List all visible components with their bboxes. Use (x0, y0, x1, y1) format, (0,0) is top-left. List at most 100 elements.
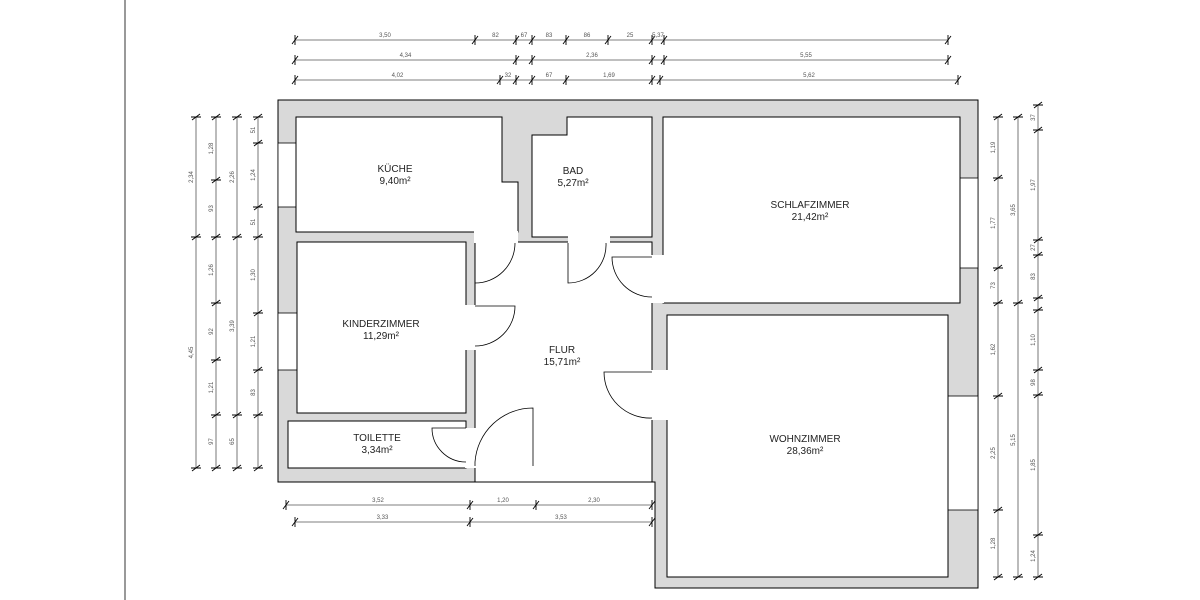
dimension-label: 1,21 (251, 335, 257, 347)
dimension-label: 1,62 (991, 343, 997, 355)
room-name: TOILETTE (353, 433, 401, 444)
dimension-tick (253, 309, 263, 317)
dimension-tick (1013, 113, 1023, 121)
room-area: 3,34m² (361, 445, 393, 456)
dimension-label: 97 (209, 438, 215, 445)
dimension-tick (648, 500, 656, 510)
room-area: 21,42m² (792, 212, 829, 223)
dimension-label: 32 (505, 73, 512, 79)
dimension-label: 25 (627, 33, 634, 39)
dimension-tick (1033, 251, 1043, 259)
dimension-label: 73 (991, 282, 997, 289)
dimension-tick (496, 75, 504, 85)
dimension-tick (648, 517, 656, 527)
dimension-tick (562, 75, 570, 85)
dimension-tick (282, 500, 290, 510)
dimension-label: 3,33 (377, 515, 389, 521)
dimension-label: 1,24 (251, 169, 257, 181)
dimension-label: 2,25 (991, 447, 997, 459)
dimension-label: 82 (492, 33, 499, 39)
dimension-tick (232, 464, 242, 472)
room-area: 5,27m² (557, 178, 589, 189)
dimension-tick (656, 75, 664, 85)
dimension-tick (1033, 366, 1043, 374)
dimension-tick (232, 233, 242, 241)
dimension-tick (993, 113, 1003, 121)
dimension-tick (1013, 299, 1023, 307)
dimension-tick (211, 176, 221, 184)
room-bad (531, 116, 653, 238)
dimension-tick (1013, 573, 1023, 581)
dimension-label: 2,34 (189, 171, 195, 183)
dimension-tick (1033, 573, 1043, 581)
dimension-tick (466, 500, 474, 510)
room-name: SCHLAFZIMMER (771, 200, 850, 211)
dimension-tick (1033, 306, 1043, 314)
room-area: 28,36m² (787, 446, 824, 457)
dimension-tick (512, 75, 520, 85)
dimension-label: 2,26 (230, 171, 236, 183)
door (474, 305, 516, 347)
room-kinderzimmer (296, 241, 467, 414)
dimension-tick (253, 233, 263, 241)
dimension-tick (660, 35, 668, 45)
dimension-tick (944, 55, 952, 65)
dimension-tick (253, 464, 263, 472)
dimension-tick (191, 464, 201, 472)
room-area: 9,40m² (379, 176, 411, 187)
dimension-tick (660, 55, 668, 65)
room-area: 11,29m² (363, 331, 400, 342)
dimension-tick (253, 366, 263, 374)
room-name: WOHNZIMMER (769, 434, 840, 445)
dimension-tick (993, 299, 1003, 307)
room-schlafzimmer (662, 116, 961, 304)
dimension-label: 98 (1031, 379, 1037, 386)
dimension-tick (211, 464, 221, 472)
dimension-label: 93 (209, 205, 215, 212)
dimension-label: 2,30 (588, 498, 600, 504)
dimension-tick (291, 35, 299, 45)
dimension-label: 1,26 (209, 264, 215, 276)
dimension-tick (232, 411, 242, 419)
dimension-label: 1,28 (991, 537, 997, 549)
dimension-label: 4,45 (189, 346, 195, 358)
dimension-label: 1,24 (1031, 550, 1037, 562)
door (474, 407, 534, 466)
dimension-label: 37 (1031, 114, 1037, 121)
window (277, 312, 298, 371)
dimension-label: 1,97 (1031, 179, 1037, 191)
dimension-tick (211, 233, 221, 241)
dimension-tick (1033, 294, 1043, 302)
dimension-tick (1033, 391, 1043, 399)
dimension-tick (944, 35, 952, 45)
door (611, 256, 653, 298)
dimension-tick (1033, 126, 1043, 134)
dimension-label: 86 (584, 33, 591, 39)
room-name: FLUR (549, 345, 575, 356)
dimension-tick (471, 35, 479, 45)
dimension-tick (648, 55, 656, 65)
dimension-label: 3,65 (1011, 204, 1017, 216)
dimension-tick (528, 55, 536, 65)
dimension-tick (1033, 531, 1043, 539)
dimension-label: 1,20 (497, 498, 509, 504)
dimension-tick (528, 75, 536, 85)
dimension-tick (1033, 101, 1043, 109)
dimension-label: 27 (1031, 244, 1037, 251)
dimension-tick (993, 174, 1003, 182)
dimension-label: 83 (251, 389, 257, 396)
room-wohnzimmer (666, 314, 949, 578)
window (947, 395, 979, 511)
dimension-tick (954, 75, 962, 85)
dimension-tick (528, 35, 536, 45)
dimension-tick (562, 35, 570, 45)
dimension-label: 51 (251, 218, 257, 225)
dimension-label: 1,30 (251, 269, 257, 281)
room-name: BAD (563, 166, 584, 177)
dimension-label: 83 (1031, 273, 1037, 280)
dimension-tick (253, 203, 263, 211)
dimension-label: 67 (546, 73, 553, 79)
dimension-tick (253, 113, 263, 121)
